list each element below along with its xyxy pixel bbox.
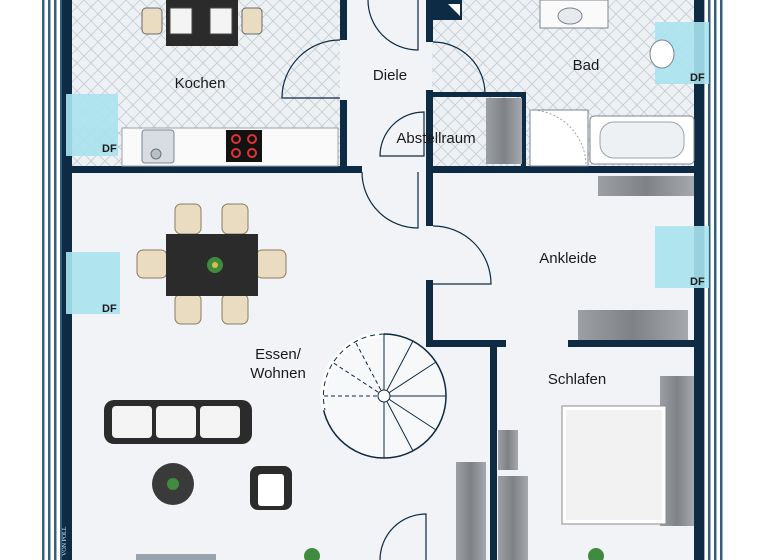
df-label-bath: DF (690, 72, 705, 84)
room-label-kochen: Kochen (175, 75, 226, 92)
plant-bedroom (588, 548, 604, 560)
room-label-wohnen: Wohnen (250, 365, 306, 382)
kitchen-counter (121, 127, 339, 167)
sofa (104, 400, 252, 444)
door-swings (281, 0, 492, 560)
room-label-ankleide: Ankleide (539, 250, 597, 267)
roof-slope-left (40, 0, 66, 560)
brand-watermark: VON POLL (62, 526, 68, 556)
room-label-diele: Diele (373, 67, 407, 84)
coffee-table (152, 463, 194, 505)
armchair (250, 466, 292, 510)
bed (561, 376, 694, 526)
room-label-essen: Essen/ (255, 346, 302, 363)
room-label-bad: Bad (573, 57, 600, 74)
sideboard-living (136, 554, 216, 560)
room-label-abstellraum: Abstellraum (396, 130, 475, 147)
dining-set (136, 203, 287, 325)
wardrobes (456, 176, 694, 560)
df-label-kitchen: DF (102, 143, 117, 155)
df-label-living: DF (102, 303, 117, 315)
kitchen-table (141, 0, 263, 46)
plant-living (304, 548, 320, 560)
spiral-staircase (320, 331, 447, 459)
bathroom-fixtures (432, 0, 695, 167)
df-label-dressing: DF (690, 276, 705, 288)
room-label-schlafen: Schlafen (548, 371, 606, 388)
